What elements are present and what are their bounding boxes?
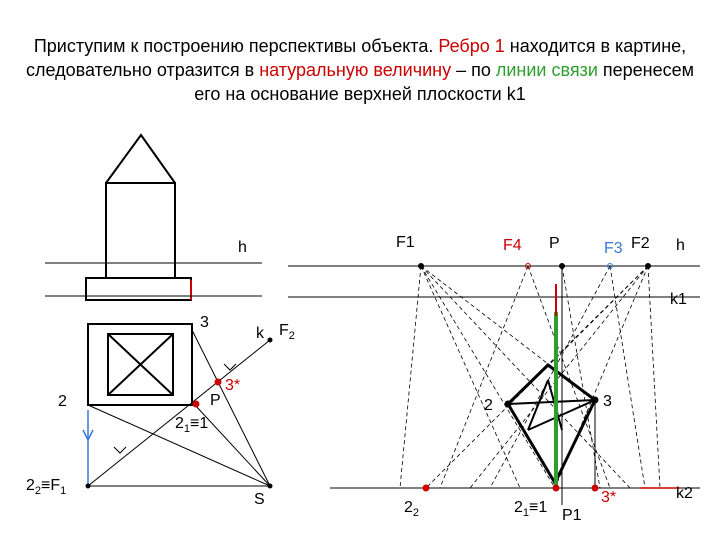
label-h-left: h <box>238 239 247 256</box>
slide-title: Приступим к построению перспективы объек… <box>20 34 700 106</box>
construction-line <box>420 265 556 489</box>
construction-line <box>399 265 422 489</box>
construction-line <box>420 265 521 489</box>
construction-line <box>489 265 611 489</box>
label-k-left: k <box>256 325 265 342</box>
title-text-3: находится в картине, следовательно отраз… <box>25 36 687 80</box>
house-body <box>105 182 176 279</box>
construction-line <box>647 265 661 489</box>
label-22-right: 22 <box>404 499 419 519</box>
label-21-right: 21≡1 <box>514 499 547 519</box>
diamond-diagonal-b <box>527 379 549 431</box>
left-front-view <box>45 133 262 301</box>
label-3star-left: 3* <box>225 377 240 394</box>
point-f1-right <box>418 263 424 269</box>
label-s-left: S <box>254 491 265 508</box>
right-angle-mark-1 <box>223 363 237 371</box>
point-f3-right <box>607 263 613 269</box>
title-text-edge1: Ребро 1 <box>438 36 505 56</box>
label-h-right: h <box>676 237 685 254</box>
point-3star-right <box>591 484 599 492</box>
title-text-7: перенесем его на основание верхней плоск… <box>194 60 695 104</box>
blue-arrow <box>82 429 94 442</box>
label-f2-left: F2 <box>279 322 295 342</box>
right-angle-mark-2 <box>113 446 127 454</box>
plan-outer-square <box>87 323 193 406</box>
title-text-link-line: линии связи <box>495 60 598 80</box>
point-k-left <box>267 337 273 343</box>
construction-line <box>527 265 611 489</box>
point-2-right <box>504 400 512 408</box>
point-3star-left <box>214 378 222 386</box>
label-k1-right: k1 <box>670 291 687 308</box>
label-2-left: 2 <box>58 393 67 410</box>
point-s-left <box>267 483 273 489</box>
point-22-right <box>422 484 430 492</box>
construction-line <box>439 265 529 489</box>
diamond-diagonal-a <box>507 399 596 405</box>
house-roof <box>105 133 176 184</box>
right-perspective-view <box>288 263 700 505</box>
label-p-left: P <box>210 392 221 409</box>
label-2-right: 2 <box>484 397 493 414</box>
point-f4-right <box>525 263 531 269</box>
diamond-outline <box>506 363 597 487</box>
label-f3-right: F3 <box>604 240 623 257</box>
label-p1-right: P1 <box>562 507 582 524</box>
point-21-right <box>552 484 560 492</box>
point-3-right <box>591 396 599 404</box>
title-text-natural-size: натуральную величину <box>259 60 452 80</box>
construction-line <box>469 265 649 489</box>
label-f2-right: F2 <box>631 235 650 252</box>
plan-diagonal-2 <box>107 333 174 396</box>
point-p-right <box>559 263 565 269</box>
construction-line <box>609 265 646 489</box>
point-f2-right <box>645 263 651 269</box>
construction-lines <box>399 265 661 489</box>
point-p-left <box>192 400 200 408</box>
sight-line-2 <box>87 404 271 487</box>
title-text-1: Приступим к построению перспективы объек… <box>33 36 439 56</box>
plan-inner-square <box>107 333 174 396</box>
label-3-right: 3 <box>603 393 612 410</box>
label-f4-right: F4 <box>503 237 522 254</box>
label-3star-right: 3* <box>601 489 616 506</box>
title-text-5: – по <box>451 60 496 80</box>
point-f1-left <box>85 483 91 489</box>
label-21-left: 21≡1 <box>175 415 208 435</box>
label-p-right: P <box>549 235 560 252</box>
label-k2-right: k2 <box>676 485 693 502</box>
construction-line <box>554 265 649 489</box>
left-plan-view <box>82 323 273 489</box>
sight-line-3 <box>191 329 271 487</box>
picture-line-k <box>87 339 271 487</box>
house-base <box>85 277 192 301</box>
label-3-left: 3 <box>200 314 209 331</box>
construction-line <box>561 265 601 489</box>
sight-line-1 <box>194 404 271 487</box>
label-f1-right: F1 <box>396 234 415 251</box>
construction-line <box>420 265 631 489</box>
label-22-left: 22≡F1 <box>26 477 66 497</box>
